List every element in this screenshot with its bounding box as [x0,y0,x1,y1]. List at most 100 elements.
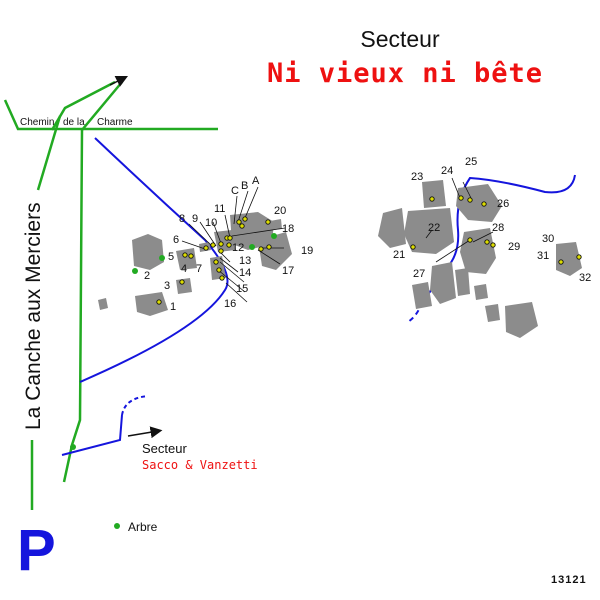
problem-number: 1 [170,301,176,313]
road-vertical-main [62,129,84,483]
boulder [474,284,488,300]
leader-line [199,221,217,247]
problem-marker[interactable] [239,223,245,229]
trail-bottom [61,414,123,456]
roads [3,80,218,510]
tree-marker [132,268,138,274]
problem-marker[interactable] [156,299,162,305]
leader-line [472,231,494,243]
tree-marker [249,244,255,250]
problem-marker[interactable] [236,219,242,225]
leader-line [435,239,471,263]
legend-tree-dot [114,523,120,529]
problem-number: 7 [196,263,202,275]
problem-number: 14 [239,267,251,279]
parking-icon: P [17,518,56,583]
trees [70,233,277,450]
leader-line [224,214,231,239]
problem-marker[interactable] [218,248,224,254]
problem-number: 10 [205,217,217,229]
problem-marker[interactable] [182,252,188,258]
boulder [430,262,456,304]
problem-number: 3 [164,280,170,292]
problem-marker[interactable] [216,267,222,273]
problem-number: 21 [393,249,405,261]
problem-marker[interactable] [179,279,185,285]
problem-marker[interactable] [484,239,490,245]
problem-number: 28 [492,222,504,234]
problem-marker[interactable] [481,201,487,207]
problem-number: 32 [579,272,591,284]
signature: 13121 [551,574,587,586]
road-horizontal [3,99,218,131]
leader-line [231,227,286,237]
problem-marker[interactable] [242,216,248,222]
problem-markers [156,195,582,305]
problem-marker[interactable] [188,253,194,259]
problem-marker[interactable] [576,254,582,260]
road-branch-2 [81,81,123,131]
boulder [132,234,164,270]
problem-marker[interactable] [266,244,272,250]
sector-link-label[interactable]: Secteur [142,441,187,456]
leader-line [237,190,249,223]
leader-line [225,282,248,303]
problem-marker[interactable] [429,196,435,202]
problem-marker[interactable] [558,259,564,265]
problem-marker[interactable] [467,237,473,243]
problem-number: 31 [537,250,549,262]
problem-marker[interactable] [467,197,473,203]
problem-number: 9 [192,213,198,225]
leader-line [219,261,245,283]
road-label-chemin: Chemin [20,117,55,128]
problem-number: 4 [181,263,187,275]
problem-number: 6 [173,234,179,246]
leader-line [188,223,213,247]
problem-number: 16 [224,298,236,310]
boulder [460,228,496,274]
boulder [270,219,282,230]
problem-marker[interactable] [210,242,216,248]
road-arrow [109,75,129,87]
problem-marker[interactable] [203,245,209,251]
problem-marker[interactable] [265,219,271,225]
boulder [455,268,470,296]
problem-number: 5 [168,251,174,263]
problem-marker[interactable] [219,275,225,281]
problem-marker[interactable] [458,195,464,201]
boulder [404,208,454,254]
leader-line [244,186,259,219]
problem-marker[interactable] [258,246,264,252]
leader-line [462,181,472,199]
problem-number: 17 [282,265,294,277]
problem-number: 15 [236,283,248,295]
boulder [98,298,108,310]
problem-number: 2 [144,270,150,282]
problem-number: 11 [214,203,225,215]
problem-marker[interactable] [227,235,233,241]
leader-line [257,249,281,265]
problem-number: 23 [411,171,423,183]
problem-number: B [241,180,248,192]
problem-number: 12 [232,242,244,254]
leader-line [219,257,239,273]
problem-marker[interactable] [226,242,232,248]
sector-link-name[interactable]: Sacco & Vanzetti [142,458,258,472]
sector-arrow [127,426,163,439]
problem-marker[interactable] [410,244,416,250]
problem-marker[interactable] [218,241,224,247]
trail-bottom-dashed [121,395,149,416]
title-sector: Secteur [360,26,440,52]
problem-marker[interactable] [490,242,496,248]
leader-line [425,229,433,239]
tree-marker [271,233,277,239]
boulder [135,292,168,316]
problem-marker[interactable] [213,259,219,265]
boulder [505,302,538,338]
problem-number: 29 [508,241,520,253]
problem-number: 24 [441,165,453,177]
leader-line [451,177,461,199]
